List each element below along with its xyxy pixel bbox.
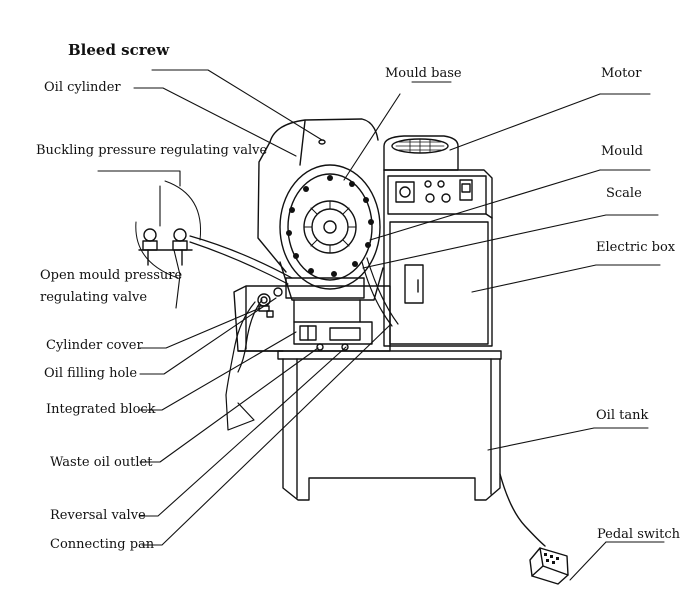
label-oil-tank: Oil tank [596, 408, 649, 423]
top-plate [233, 285, 391, 352]
label-electric-box: Electric box [596, 240, 676, 255]
label-waste-oil-outlet: Waste oil outlet [50, 455, 153, 470]
integrated-block [293, 321, 373, 351]
leader-lines [97, 69, 665, 581]
oil-cylinder [257, 118, 379, 273]
label-buckling-pressure-valve: Buckling pressure regulating valve [36, 143, 268, 158]
label-motor: Motor [601, 66, 642, 81]
label-connecting-pan: Connecting pan [50, 537, 155, 552]
electric-box [383, 169, 493, 347]
motor [383, 135, 459, 171]
label-oil-cylinder: Oil cylinder [44, 80, 121, 95]
label-mould-base: Mould base [385, 66, 462, 81]
label-mould: Mould [601, 144, 643, 159]
label-oil-filling-hole: Oil filling hole [44, 366, 138, 381]
hoses [189, 235, 399, 431]
label-cylinder-cover: Cylinder cover [46, 338, 143, 353]
label-open-mould-valve-line2: regulating valve [40, 290, 148, 305]
mould-base-flange [279, 164, 384, 323]
label-scale: Scale [606, 186, 642, 201]
oil-tank-body [277, 350, 502, 501]
label-integrated-block: Integrated block [46, 402, 156, 417]
label-pedal-switch: Pedal switch [597, 527, 681, 542]
label-reversal-valve: Reversal valve [50, 508, 146, 523]
pedal-switch [499, 473, 569, 585]
label-bleed-screw: Bleed screw [68, 41, 170, 59]
pressure-valves [135, 180, 202, 279]
label-open-mould-valve-line1: Open mould pressure [40, 268, 183, 283]
